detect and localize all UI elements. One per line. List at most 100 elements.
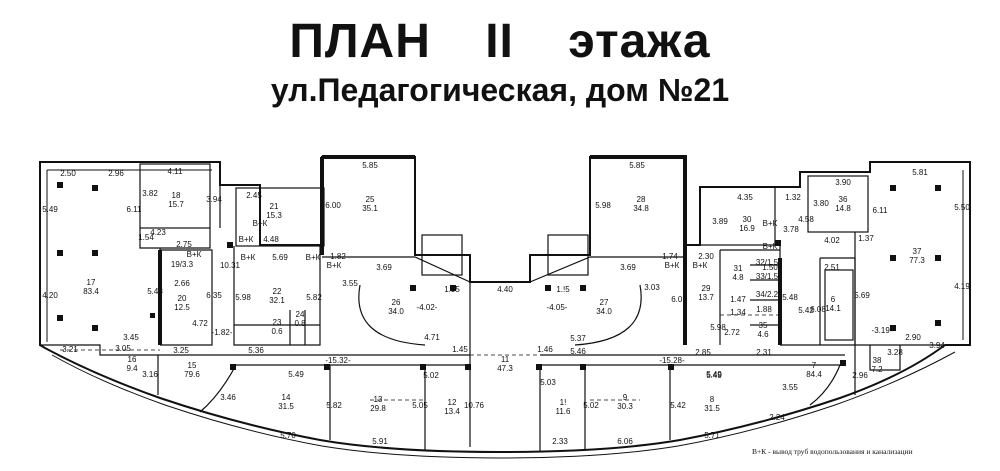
dimension-label: 6.35 — [206, 291, 222, 300]
dimension-label: 1.37 — [858, 234, 874, 243]
room-area: 0.6 — [271, 327, 283, 336]
dimension-label: 5.98 — [595, 201, 611, 210]
plan-title: ПЛАН II этажа — [289, 15, 711, 68]
dimension-label: 5.48 — [147, 287, 163, 296]
room-number: 14 — [282, 393, 291, 402]
dimension-label: 2.96 — [108, 169, 124, 178]
dimension-label: -4.05- — [547, 303, 568, 312]
dimension-label: 4.23 — [150, 228, 166, 237]
dimension-label: 2.66 — [174, 279, 190, 288]
dimension-label: 3.55 — [342, 279, 358, 288]
room-number: 11 — [501, 355, 510, 364]
dimension-label: 3.03 — [644, 283, 660, 292]
dimension-label: 4.72 — [192, 319, 208, 328]
room-number: 25 — [366, 195, 375, 204]
dimension-label: 6.11 — [873, 206, 889, 215]
dimension-label: 1.95 — [444, 285, 460, 294]
dimension-label: 2.75 — [176, 240, 192, 249]
dimension-label: 6.06 — [617, 437, 633, 446]
room-area: 32.1 — [269, 296, 285, 305]
dimension-label: 5.82 — [326, 401, 342, 410]
room-area: 84.4 — [806, 370, 822, 379]
dimension-label: 3.69 — [620, 263, 636, 272]
dimension-label: 5.82 — [306, 293, 322, 302]
room-area: 34.0 — [596, 307, 612, 316]
dimension-label: 5.49 — [706, 371, 722, 380]
room-area: 34.8 — [633, 204, 649, 213]
room-area: 13.4 — [444, 407, 460, 416]
dimension-label: 4.20 — [42, 291, 58, 300]
room-area: 79.6 — [184, 370, 200, 379]
room-number: 24 — [296, 310, 305, 319]
room-number: 16 — [128, 355, 137, 364]
dimension-label: 5.69 — [272, 253, 288, 262]
room-number: 19/3.3 — [171, 260, 194, 269]
room-number: 6 — [831, 295, 836, 304]
dimension-label: -4.02- — [417, 303, 438, 312]
dimension-label: 5.03 — [540, 378, 556, 387]
dimension-label: 2.24 — [769, 413, 785, 422]
dimension-label: 1.32 — [785, 193, 801, 202]
dimension-label: -15.28- — [659, 356, 685, 365]
vk-tag: В+К — [306, 253, 321, 262]
dimension-label: 2.31 — [756, 348, 772, 357]
room-number: 17 — [87, 278, 96, 287]
dimension-label: 3.94 — [929, 341, 945, 350]
dimension-label: 5.02 — [583, 401, 599, 410]
dimension-label: 4.58 — [798, 215, 814, 224]
dimension-label: 1.74 — [662, 252, 678, 261]
vk-tag: В+К — [763, 219, 778, 228]
dimension-label: 1.54 — [138, 233, 154, 242]
dimension-label: 1.82 — [330, 252, 346, 261]
room-area: 7.2 — [871, 365, 883, 374]
dimension-label: -3.19- — [872, 326, 893, 335]
dimension-label: 3.46 — [220, 393, 236, 402]
vk-tag: В+К — [239, 235, 254, 244]
dimension-label: 1.34 — [730, 308, 746, 317]
vk-tag: В+К — [763, 242, 778, 251]
dimension-label: 2.90 — [905, 333, 921, 342]
dimension-label: -1.82- — [212, 328, 233, 337]
room-number: 15 — [188, 361, 197, 370]
room-area: 14.1 — [825, 304, 841, 313]
dimension-label: 6.11 — [127, 205, 143, 214]
dimension-label: 1.88 — [756, 305, 772, 314]
room-number: 27 — [600, 298, 609, 307]
room-area: 35.1 — [362, 204, 378, 213]
dimension-label: 1.46 — [537, 345, 553, 354]
dimension-label: 5.91 — [372, 437, 388, 446]
dimension-label: 6.01 — [671, 295, 687, 304]
vk-tag: В+К — [253, 219, 268, 228]
room-area: 15.3 — [266, 211, 282, 220]
room-number: 20 — [178, 294, 187, 303]
dimension-label: 5.42 — [670, 401, 686, 410]
dimension-label: 5.37 — [570, 334, 586, 343]
room-number: 33/1.5 — [756, 272, 779, 281]
room-number: 34/2.2 — [756, 290, 779, 299]
dimension-label: 1.45 — [452, 345, 468, 354]
room-area: 34.0 — [388, 307, 404, 316]
room-area: 31.5 — [704, 404, 720, 413]
vk-tag: В+К — [241, 253, 256, 262]
dimension-label: 1.50 — [762, 263, 778, 272]
room-area: 4.6 — [757, 330, 769, 339]
dimension-label: 2.50 — [60, 169, 76, 178]
dimension-label: 2.33 — [552, 437, 568, 446]
room-area: 30.3 — [617, 402, 633, 411]
dimension-label: 5.85 — [362, 161, 378, 170]
dimension-label: 6.00 — [325, 201, 341, 210]
dimension-label: 1.47 — [730, 295, 746, 304]
dimension-label: 3.69 — [376, 263, 392, 272]
room-number: 18 — [172, 191, 181, 200]
room-area: 83.4 — [83, 287, 99, 296]
room-number: 8 — [710, 395, 715, 404]
room-number: 21 — [270, 202, 279, 211]
dimension-label: 3.45 — [123, 333, 139, 342]
room-number: 29 — [702, 284, 711, 293]
dimension-label: 5.50 — [954, 203, 970, 212]
room-area: 0.8 — [294, 319, 306, 328]
dimension-label: 5.05 — [412, 401, 428, 410]
dimension-label: 3.25 — [173, 346, 189, 355]
room-area: 4.8 — [732, 273, 744, 282]
dimension-label: 5.69 — [854, 291, 870, 300]
